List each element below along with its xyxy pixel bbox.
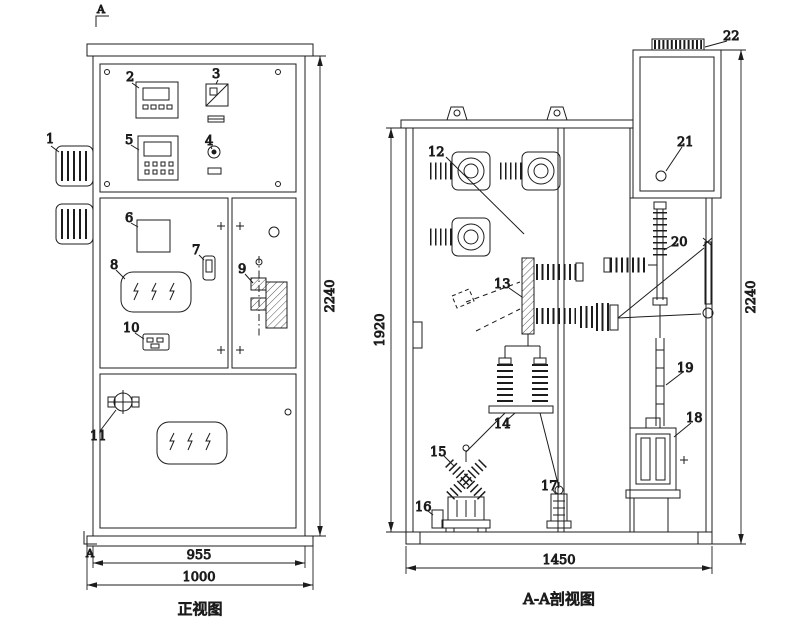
section-dim-width-label: 1450 <box>542 553 575 568</box>
callout-22: 22 <box>723 29 740 44</box>
window-part8 <box>115 269 192 313</box>
section-dim-width <box>405 546 713 574</box>
callout-21: 21 <box>677 135 694 150</box>
section-dim-outer-height <box>712 49 746 545</box>
front-cabinet-outline <box>86 43 314 547</box>
section-dim-outer-height-label: 2240 <box>744 280 759 313</box>
section-dim-inner-height <box>386 127 406 533</box>
callout-3: 3 <box>212 67 220 82</box>
bushings-part12 <box>430 151 561 257</box>
door-screw-marks <box>217 222 292 416</box>
socket-part10 <box>134 332 170 351</box>
callout-10: 10 <box>123 321 140 336</box>
callout-8: 8 <box>110 258 118 273</box>
callout-4: 4 <box>205 134 213 149</box>
callout-15: 15 <box>430 445 447 460</box>
callout-2: 2 <box>126 70 134 85</box>
callout-16: 16 <box>415 500 432 515</box>
callout-17: 17 <box>541 479 558 494</box>
nameplate-part6 <box>130 219 171 253</box>
mechanism-part9 <box>244 226 288 336</box>
front-view-caption: 正视图 <box>177 600 222 618</box>
arrester-part17 <box>546 482 572 529</box>
front-view: A A 1 <box>46 3 339 619</box>
section-cut-marker-top: A <box>95 3 109 27</box>
section-marker-bottom-label: A <box>85 547 95 560</box>
connection-wires <box>465 412 560 489</box>
middle-right-door <box>231 197 297 369</box>
lifting-lugs <box>446 106 568 121</box>
ct-part15 <box>441 444 491 533</box>
front-dim-outer-width <box>86 546 314 590</box>
section-marker-top-label: A <box>96 3 106 16</box>
front-dim-height-label: 2240 <box>323 279 338 312</box>
callout-1: 1 <box>46 132 54 147</box>
callout-7: 7 <box>192 243 200 258</box>
front-dim-height <box>306 55 326 537</box>
callout-11: 11 <box>90 429 107 444</box>
front-dim-inner-width-label: 955 <box>187 548 212 563</box>
indicator-part3 <box>205 79 229 123</box>
instrument-compartment-door <box>99 63 297 193</box>
callout-5: 5 <box>125 133 133 148</box>
handle-part7 <box>198 254 216 281</box>
section-view-caption: A-A剖视图 <box>522 590 595 608</box>
relay-box-part21 <box>632 49 722 199</box>
shaft-part11 <box>99 390 140 432</box>
wall-bushings-part1 <box>50 145 94 245</box>
relay-meter-part2 <box>131 81 179 119</box>
callout-18: 18 <box>686 411 703 426</box>
callout-13: 13 <box>494 277 511 292</box>
bottom-window <box>156 421 228 465</box>
callout-12: 12 <box>428 145 445 160</box>
breaker-part13 <box>451 257 619 335</box>
vent-grille-part22 <box>651 38 728 51</box>
bracket-part16 <box>427 509 444 529</box>
guide-rail-part19 <box>655 305 684 426</box>
section-view: 21 22 12 <box>373 29 760 609</box>
middle-left-door <box>99 197 229 369</box>
vt-box-part18 <box>625 417 692 532</box>
callout-6: 6 <box>125 211 133 226</box>
front-dim-outer-width-label: 1000 <box>182 570 215 585</box>
section-dim-inner-height-label: 1920 <box>373 313 388 346</box>
callout-9: 9 <box>238 262 246 277</box>
callout-14: 14 <box>494 417 511 432</box>
callout-20: 20 <box>671 235 688 250</box>
insulated-rod-part20 <box>603 201 677 306</box>
post-insulators-part14 <box>488 334 554 422</box>
bottom-door <box>99 373 297 529</box>
meter-part5 <box>130 135 179 181</box>
section-cut-marker-bottom: A <box>83 531 97 561</box>
callout-19: 19 <box>677 361 694 376</box>
operating-linkage <box>617 237 714 319</box>
front-dim-inner-width <box>92 546 306 568</box>
button-part4 <box>207 145 222 175</box>
